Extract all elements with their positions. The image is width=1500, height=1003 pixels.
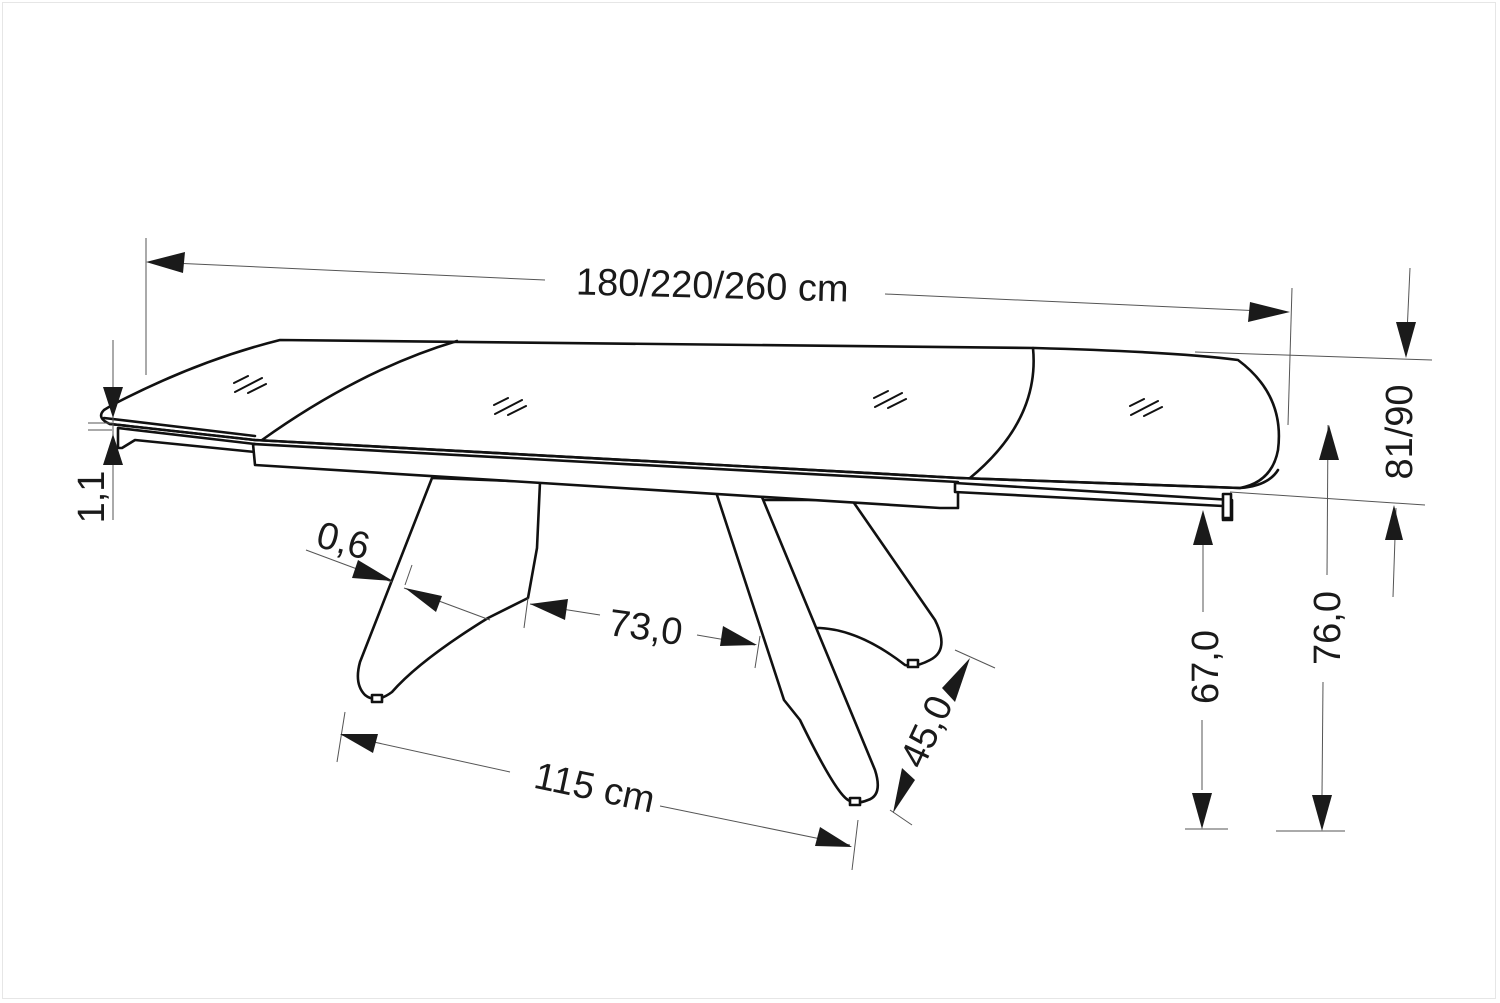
dimension-base-length: 115 cm: [336, 711, 859, 871]
glass-mark-3: [873, 390, 907, 409]
glass-mark-1: [233, 375, 267, 394]
top-thickness-label: 1,1: [71, 471, 113, 524]
leg-left: [356, 476, 542, 701]
leg-spacing-label: 73,0: [606, 602, 685, 654]
dimension-leg-spacing: 73,0: [523, 597, 761, 669]
dimension-base-width: 45,0: [889, 649, 996, 826]
left-leaf-split: [260, 339, 459, 442]
dimension-top-thickness: 1,1: [71, 340, 123, 523]
glass-mark-2: [493, 397, 527, 416]
top-edge-thickness: [102, 416, 1280, 490]
right-leaf-split: [968, 346, 1035, 480]
base-width-label: 45,0: [892, 690, 961, 775]
glass-top: [99, 338, 1281, 490]
clearance-height-label: 67,0: [1185, 630, 1227, 704]
glass-mark-4: [1129, 398, 1163, 417]
dimension-depth: 81/90: [1194, 267, 1433, 598]
rail-end-bracket: [1221, 492, 1233, 520]
legs: [356, 476, 943, 807]
dimension-length: 180/220/260 cm: [145, 238, 1293, 426]
frame: [116, 426, 1234, 522]
leg-foot: [906, 658, 920, 669]
dimension-total-height: 76,0: [1276, 424, 1349, 832]
total-height-label: 76,0: [1307, 591, 1349, 665]
dimension-clearance-height: 67,0: [1185, 510, 1228, 830]
leg-foot: [848, 796, 862, 807]
leg-thickness-label: 0,6: [312, 514, 374, 568]
leg-foot: [370, 693, 384, 704]
base-length-label: 115 cm: [531, 755, 659, 821]
right-extension-rail: [953, 481, 1234, 522]
length-label: 180/220/260 cm: [576, 261, 850, 310]
main-apron: [251, 442, 960, 510]
depth-label: 81/90: [1379, 384, 1421, 479]
